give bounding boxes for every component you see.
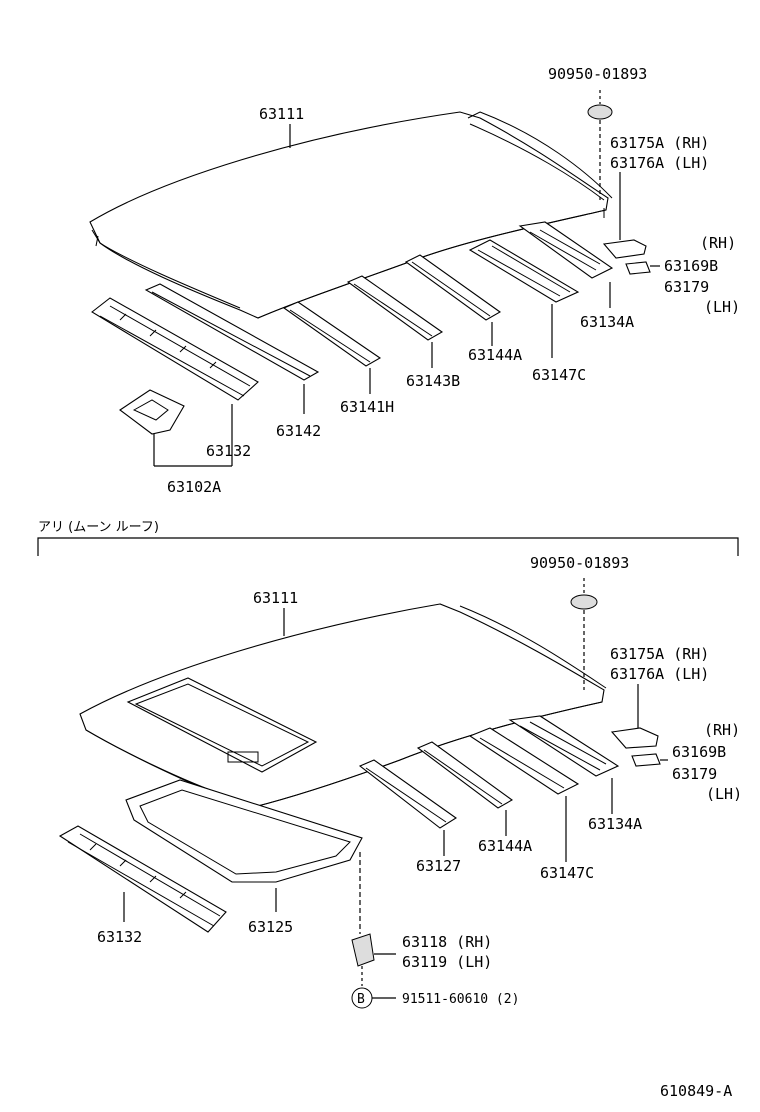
bracket-rh-label: 63175A (RH) [610, 134, 709, 152]
stay-rh-label: 63169B [664, 257, 718, 275]
lh-label: (LH) [704, 298, 740, 316]
bolt-marker-letter: B [357, 992, 365, 1007]
bracket-118-label: 63118 (RH) [402, 933, 492, 951]
plug-part [587, 90, 613, 200]
moonroof-stay-lh-label: 63179 [672, 765, 717, 783]
housing-label: 63125 [248, 918, 293, 936]
bottom-moonroof-section: アリ (ムーン ルーフ) [37, 520, 742, 1009]
moonroof-bracket-lh-label: 63176A (LH) [610, 665, 709, 683]
bracket-119-label: 63119 (LH) [402, 953, 492, 971]
diagram-code: 610849-A [660, 1082, 732, 1100]
roof-panel-part [89, 111, 613, 319]
moonroof-panel-part [79, 603, 607, 809]
side-rail-part [144, 283, 320, 414]
moonroof-rear-rail-label: 63134A [588, 815, 642, 833]
front-header-part [91, 297, 259, 466]
side-bracket-part [351, 852, 396, 986]
roof-panel-label: 63111 [259, 105, 304, 123]
stay-lh-label: 63179 [664, 278, 709, 296]
bow-147c-label: 63147C [532, 366, 586, 384]
moonroof-lh-label: (LH) [706, 785, 742, 803]
moonroof-bracket-rh-label: 63175A (RH) [610, 645, 709, 663]
reinforcement-label: 63127 [416, 857, 461, 875]
rail-142-label: 63142 [276, 422, 321, 440]
moonroof-bow-144a-label: 63144A [478, 837, 532, 855]
assy-label: 63102A [167, 478, 221, 496]
moonroof-stay-rh-label: 63169B [672, 743, 726, 761]
moonroof-roof-panel-label: 63111 [253, 589, 298, 607]
moonroof-plug-part [570, 578, 598, 690]
reinforcement-part [119, 389, 232, 467]
bolt-label: 91511-60610 (2) [402, 992, 519, 1007]
bow-143b-label: 63143B [406, 372, 460, 390]
bracket-lh-label: 63176A (LH) [610, 154, 709, 172]
bow-141h-label: 63141H [340, 398, 394, 416]
front-header-label: 63132 [206, 442, 251, 460]
moonroof-front-header-label: 63132 [97, 928, 142, 946]
moonroof-rh-label: (RH) [704, 721, 740, 739]
bow-144a-label: 63144A [468, 346, 522, 364]
moonroof-rear-rail-part [508, 715, 620, 814]
sunroof-housing-part [125, 779, 363, 912]
moonroof-front-header-part [58, 825, 227, 933]
rear-rail-part [518, 221, 614, 308]
plug-label: 90950-01893 [548, 65, 647, 83]
moonroof-bow-parts [358, 727, 580, 862]
rh-label: (RH) [700, 234, 736, 252]
bolt-marker: B [351, 987, 396, 1009]
roof-bow-parts [282, 239, 580, 394]
moonroof-bow-147c-label: 63147C [540, 864, 594, 882]
rear-rail-label: 63134A [580, 313, 634, 331]
top-roof-section: 90950-01893 63111 63175A (RH) 63176A (LH… [89, 65, 740, 496]
bracket-parts [602, 172, 660, 275]
section-title: アリ (ムーン ルーフ) [38, 520, 159, 535]
moonroof-bracket-parts [610, 684, 668, 767]
moonroof-plug-label: 90950-01893 [530, 554, 629, 572]
